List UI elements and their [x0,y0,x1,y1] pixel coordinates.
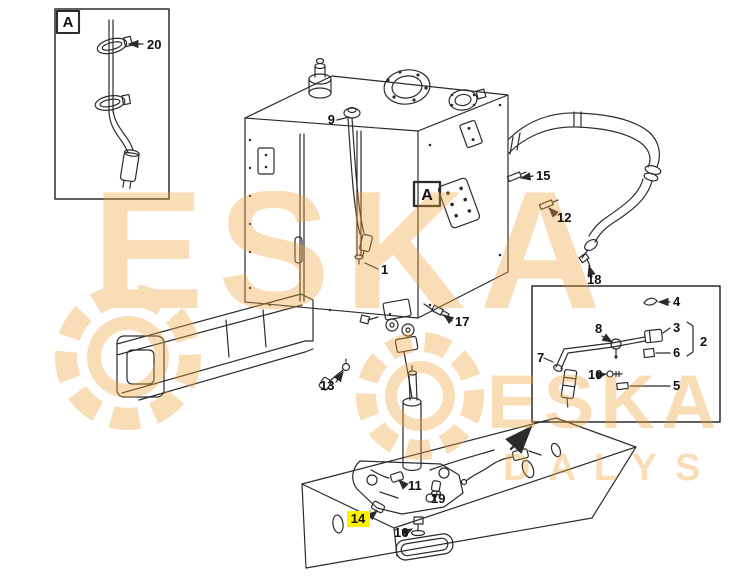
callout-4: 4 [673,294,681,309]
watermark-gear2-inner [385,361,455,431]
detail-box-harness [531,285,721,423]
callout-7: 7 [537,350,544,365]
callout-17: 17 [455,314,469,329]
callout-2: 2 [700,334,707,349]
detail-box-a-label: A [63,14,74,31]
hose-assembly [506,111,662,267]
tank-a-marker-label: A [421,187,433,204]
watermark-gear-inner [87,316,169,398]
callout-15: 15 [536,168,550,183]
perforated-plate [437,177,481,229]
connector-3 [644,328,663,344]
probe-sender [560,368,578,408]
watermark-gear2-icon [356,332,484,460]
callout-11: 11 [408,478,422,493]
callout-12: 12 [557,210,571,225]
nut-6 [643,347,655,359]
callout-10: 10 [588,367,602,382]
callout-13: 13 [320,378,334,393]
deck-hole [395,533,454,561]
watermark-subtitle: DALYS [503,447,718,489]
callout-18: 18 [587,272,601,287]
fitting-12 [538,199,559,211]
callout-19: 19 [431,491,445,506]
watermark-gear-icon [55,284,201,430]
deck [301,417,637,569]
rod-5 [616,381,629,391]
access-plate [448,89,478,111]
suction-tube [354,130,364,265]
callout-5: 5 [673,378,680,393]
small-plate [459,119,483,149]
bracket-2 [686,321,694,357]
callout-20: 20 [147,37,161,52]
callout-6: 6 [673,345,680,360]
reference-arrow [505,425,533,454]
hose-clamp-lower [94,94,131,111]
dipstick-connector [119,149,140,189]
detail-box-dipstick [54,8,170,200]
watermark-brand-large: ESKA [92,156,615,344]
callout-14: 14 [351,511,366,526]
left-rail [116,293,314,401]
tank [244,57,509,319]
callout-leaders [127,39,671,538]
callout-8: 8 [595,321,602,336]
watermark: ESKA ESKA DALYS [55,156,722,489]
watermark-brand-small: ESKA [487,360,722,445]
breather-cap [308,57,332,99]
detail-marker-a-box [412,180,442,208]
highlight-14 [347,511,370,527]
clip-4 [643,297,658,306]
callout-9: 9 [328,112,335,127]
pump-assembly [352,365,464,537]
filler-cap [383,69,431,105]
elbow-fitting [578,238,598,267]
callout-3: 3 [673,320,680,335]
valve-cluster [318,298,450,399]
callout-16: 16 [394,525,408,540]
clamp-8 [610,338,622,359]
callout-1: 1 [381,262,388,277]
